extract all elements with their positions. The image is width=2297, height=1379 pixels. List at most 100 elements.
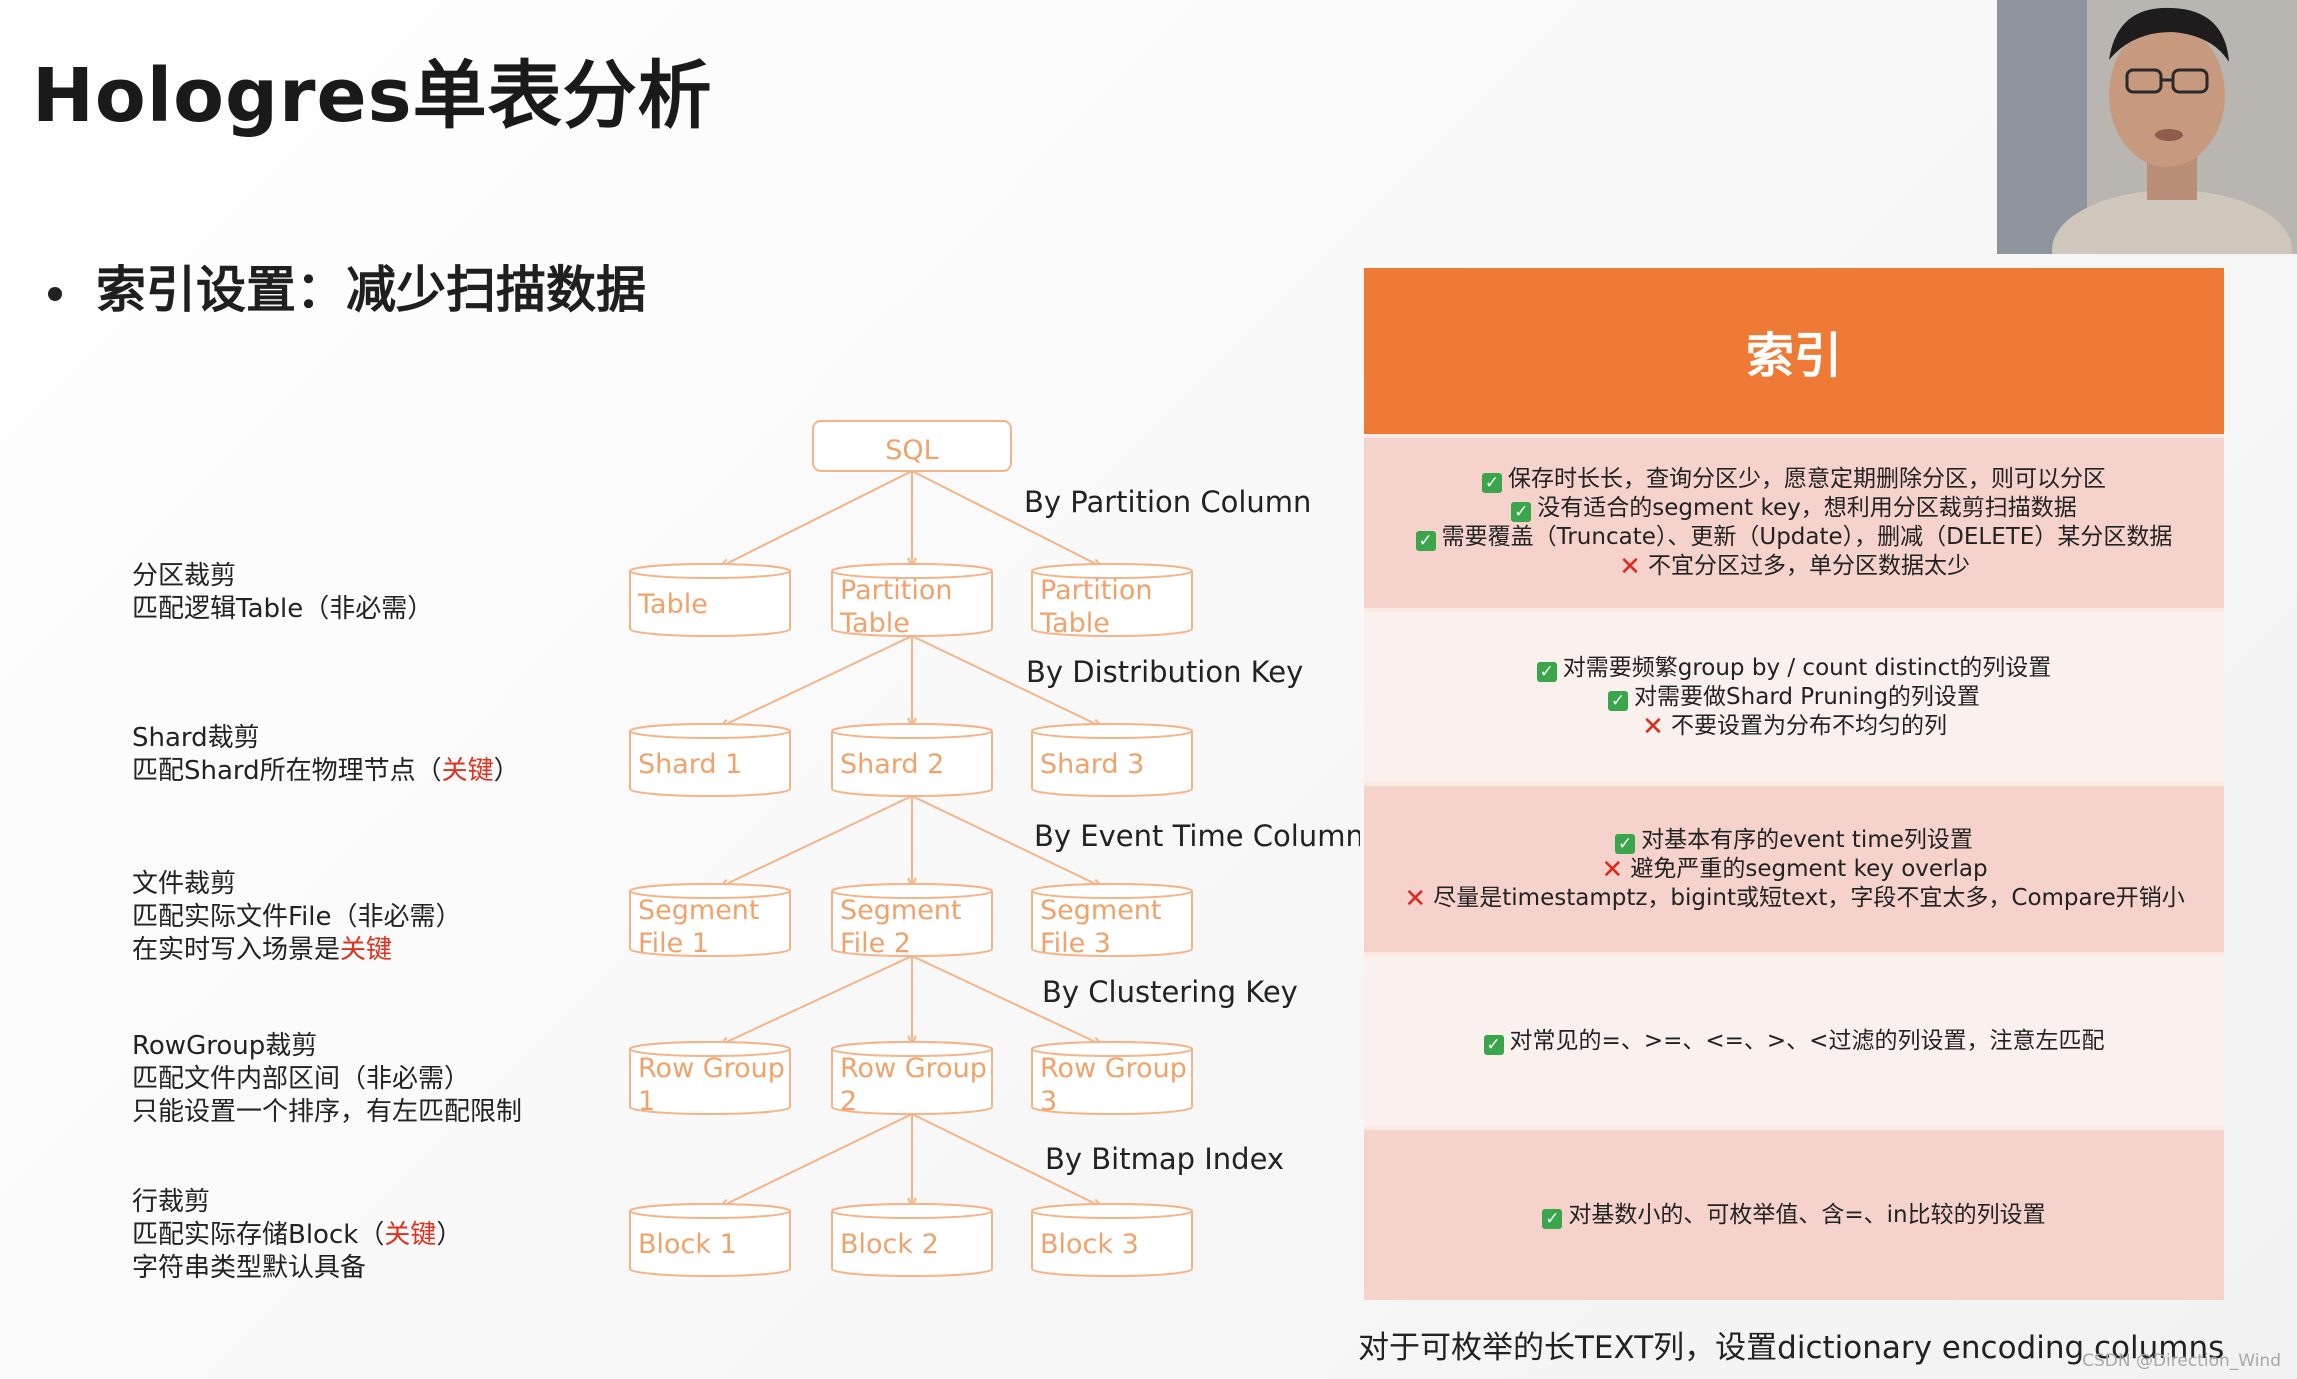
edge-label: By Clustering Key — [1042, 975, 1298, 1009]
label-row-pruning: 行裁剪 匹配实际存储Block（关键） 字符串类型默认具备 — [132, 1186, 462, 1285]
bullet-point: 索引设置：减少扫描数据 — [48, 250, 646, 322]
check-icon: ✓ — [1511, 502, 1532, 522]
check-icon: ✓ — [1608, 690, 1629, 711]
node-sql: SQL — [812, 420, 1012, 472]
node-label: Block 3 — [1040, 1229, 1139, 1260]
node-label: File 1 — [638, 928, 709, 959]
node-label: Table — [637, 589, 708, 620]
tree-edge — [719, 795, 913, 888]
edge-label: By Distribution Key — [1026, 655, 1303, 689]
node-label: Segment — [1040, 895, 1162, 926]
tree-edge — [719, 470, 913, 568]
check-icon: ✓ — [1536, 661, 1557, 682]
check-icon: ✓ — [1483, 1034, 1504, 1055]
node-label: Segment — [638, 895, 760, 926]
node-shard-1: Shard 1 — [629, 723, 791, 797]
label-title: 文件裁剪 — [132, 869, 237, 899]
index-row: ✓对常见的=、>=、<=、>、<过滤的列设置，注意左匹配 — [1364, 952, 2224, 1126]
label-desc: 匹配实际文件File（非必需） — [132, 902, 462, 932]
tip-text: 需要覆盖（Truncate）、更新（Update），删减（DELETE）某分区数… — [1441, 524, 2173, 550]
index-tip: ✕ 不要设置为分布不均匀的列 — [1641, 712, 1947, 741]
bottom-note: 对于可枚举的长TEXT列，设置dictionary encoding colum… — [1358, 1330, 2225, 1366]
cross-icon: ✕ — [1404, 883, 1427, 914]
tip-text: 对需要频繁group by / count distinct的列设置 — [1562, 654, 2052, 681]
watermark: CSDN @Direction_Wind — [2082, 1351, 2281, 1371]
index-tip: ✕尽量是timestamptz，bigint或短text，字段不宜太多，Comp… — [1403, 884, 2184, 913]
check-icon: ✓ — [1615, 833, 1636, 854]
index-row: ✓对需要频繁group by / count distinct的列设置✓对需要做… — [1364, 608, 2224, 782]
node-label: 1 — [638, 1086, 655, 1117]
label-note: 在实时写入场景是关键 — [132, 935, 393, 965]
edge-label: By Partition Column — [1024, 485, 1311, 519]
check-icon: ✓ — [1542, 1208, 1563, 1229]
node-label: Segment — [840, 895, 962, 926]
label-title: 分区裁剪 — [132, 561, 237, 591]
svg-text:SQL: SQL — [885, 435, 938, 466]
label-title: Shard裁剪 — [132, 723, 260, 753]
edge-label: By Bitmap Index — [1045, 1142, 1284, 1176]
node-block-3: Block 3 — [1031, 1203, 1193, 1277]
node-table: Table — [629, 563, 791, 637]
bullet-text: 索引设置：减少扫描数据 — [96, 261, 646, 319]
tip-text: 对基本有序的event time列设置 — [1641, 826, 1973, 853]
webcam-overlay — [1997, 0, 2297, 254]
node-block-1: Block 1 — [629, 1203, 791, 1277]
tip-text: 对常见的=、>=、<=、>、<过滤的列设置，注意左匹配 — [1509, 1027, 2105, 1054]
node-label: File 3 — [1040, 928, 1111, 959]
label-partition-pruning: 分区裁剪 匹配逻辑Table（非必需） — [132, 560, 433, 626]
tip-text: 保存时长长，查询分区少，愿意定期删除分区，则可以分区 — [1508, 466, 2106, 492]
tip-text: 对基数小的、可枚举值、含=、in比较的列设置 — [1568, 1201, 2046, 1228]
node-shard-3: Shard 3 — [1031, 723, 1193, 797]
tree-edges — [719, 470, 1103, 1208]
index-tip: ✓没有适合的segment key，想利用分区裁剪扫描数据 — [1511, 494, 2077, 523]
slide-title: Hologres单表分析 — [32, 53, 713, 139]
node-label: Shard 1 — [638, 749, 742, 780]
check-icon: ✓ — [1482, 473, 1502, 493]
node-label: File 2 — [840, 928, 911, 959]
index-tip: ✕不宜分区过多，单分区数据太少 — [1618, 552, 1970, 581]
label-shard-pruning: Shard裁剪 匹配Shard所在物理节点（关键） — [132, 722, 520, 788]
label-title: 行裁剪 — [132, 1187, 211, 1217]
node-label: Row Group — [1040, 1053, 1187, 1084]
node-label: Shard 2 — [840, 749, 944, 780]
node-label: Table — [1039, 608, 1110, 639]
label-rowgroup-pruning: RowGroup裁剪 匹配文件内部区间（非必需） 只能设置一个排序，有左匹配限制 — [132, 1030, 522, 1129]
node-label: Partition — [840, 575, 953, 606]
node-label: Row Group — [638, 1053, 785, 1084]
tip-text: 不要设置为分布不均匀的列 — [1671, 712, 1947, 739]
index-tip: ✓ 保存时长长，查询分区少，愿意定期删除分区，则可以分区 — [1482, 465, 2106, 494]
index-tip: ✓对常见的=、>=、<=、>、<过滤的列设置，注意左匹配 — [1483, 1027, 2105, 1056]
label-desc: 匹配实际存储Block（关键） — [132, 1220, 463, 1250]
tree-edge — [719, 1113, 913, 1208]
node-label: 3 — [1040, 1086, 1057, 1117]
tree-edge — [911, 1113, 1103, 1208]
label-title: RowGroup裁剪 — [132, 1031, 318, 1061]
node-label: Block 1 — [638, 1229, 737, 1260]
panel-rows: ✓ 保存时长长，查询分区少，愿意定期删除分区，则可以分区✓没有适合的segment… — [1364, 434, 2224, 1300]
index-tip: ✓对基数小的、可枚举值、含=、in比较的列设置 — [1542, 1201, 2046, 1230]
tip-text: 对需要做Shard Pruning的列设置 — [1634, 683, 1980, 710]
cross-icon: ✕ — [1642, 711, 1664, 742]
tree-edge — [719, 955, 913, 1046]
index-row: ✓ 保存时长长，查询分区少，愿意定期删除分区，则可以分区✓没有适合的segment… — [1364, 434, 2224, 608]
node-label: Block 2 — [840, 1229, 939, 1260]
node-label: Partition — [1040, 575, 1153, 606]
tree-edge — [719, 635, 913, 728]
index-panel: 索引 ✓ 保存时长长，查询分区少，愿意定期删除分区，则可以分区✓没有适合的segm… — [1364, 268, 2224, 1300]
tree-edge — [911, 955, 1103, 1046]
label-desc: 匹配Shard所在物理节点（关键） — [132, 756, 520, 786]
panel-header: 索引 — [1364, 268, 2224, 434]
node-block-2: Block 2 — [831, 1203, 993, 1277]
index-tip: ✓对需要频繁group by / count distinct的列设置 — [1536, 654, 2052, 683]
index-tip: ✕避免严重的segment key overlap — [1600, 855, 1988, 884]
tree-edge-labels: By Partition Column By Distribution KeyBy… — [1024, 485, 1360, 1176]
label-desc: 匹配文件内部区间（非必需） — [132, 1064, 471, 1094]
